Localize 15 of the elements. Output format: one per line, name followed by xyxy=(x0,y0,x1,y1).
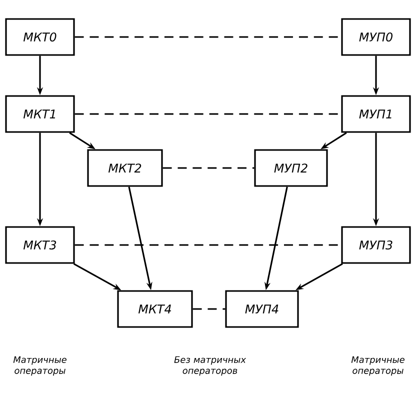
dashed-line xyxy=(162,167,254,169)
process-box: МУП1 xyxy=(341,95,411,133)
process-box: МУП4 xyxy=(225,290,299,328)
caption-text: Без матричных операторов xyxy=(174,356,246,376)
process-box: МКТ0 xyxy=(5,18,75,56)
process-box: МКТ4 xyxy=(117,290,193,328)
caption-text: Матричные операторы xyxy=(13,356,66,376)
process-box: МУП2 xyxy=(254,149,328,187)
process-box: МУП0 xyxy=(341,18,411,56)
dashed-line xyxy=(192,308,226,310)
process-box: МКТ3 xyxy=(5,226,75,264)
caption-text: Матричные операторы xyxy=(351,356,404,376)
process-box: МУП3 xyxy=(341,226,411,264)
process-box: МКТ2 xyxy=(87,149,163,187)
process-box: МКТ1 xyxy=(5,95,75,133)
